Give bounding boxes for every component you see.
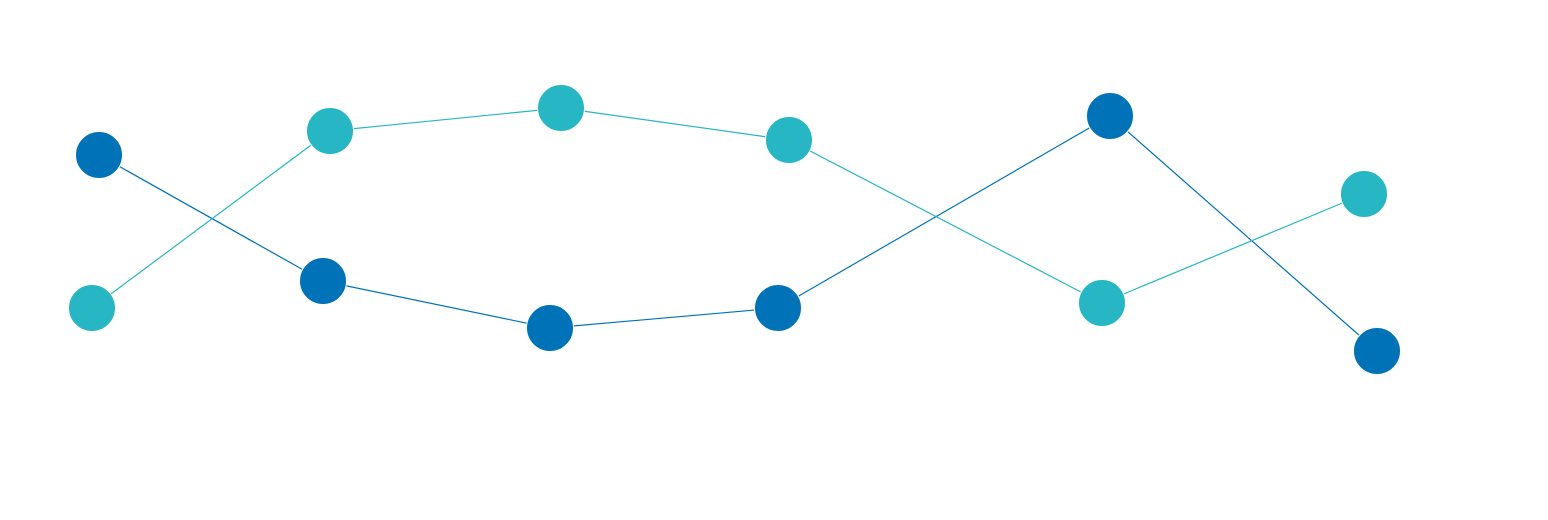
dark-link-2 [322, 280, 551, 329]
dark-node-6 [1353, 327, 1401, 375]
light-node-6 [1340, 170, 1388, 218]
dark-node-2 [299, 257, 347, 305]
light-node-1 [68, 284, 116, 332]
links-layer [91, 107, 1378, 352]
dark-node-4 [754, 284, 802, 332]
light-link-5 [1101, 193, 1365, 304]
light-link-4 [788, 139, 1103, 304]
light-link-3 [560, 107, 790, 141]
dark-link-5 [1109, 115, 1378, 352]
nodes-layer [68, 84, 1401, 375]
dark-node-5 [1086, 92, 1134, 140]
light-node-3 [537, 84, 585, 132]
light-link-2 [329, 107, 562, 132]
dark-node-1 [75, 131, 123, 179]
dark-link-3 [549, 307, 779, 329]
dark-link-4 [777, 115, 1111, 309]
light-node-5 [1078, 279, 1126, 327]
light-node-2 [306, 107, 354, 155]
light-link-1 [91, 130, 331, 309]
dark-link-1 [98, 154, 324, 282]
light-node-4 [765, 116, 813, 164]
dark-node-3 [526, 304, 574, 352]
